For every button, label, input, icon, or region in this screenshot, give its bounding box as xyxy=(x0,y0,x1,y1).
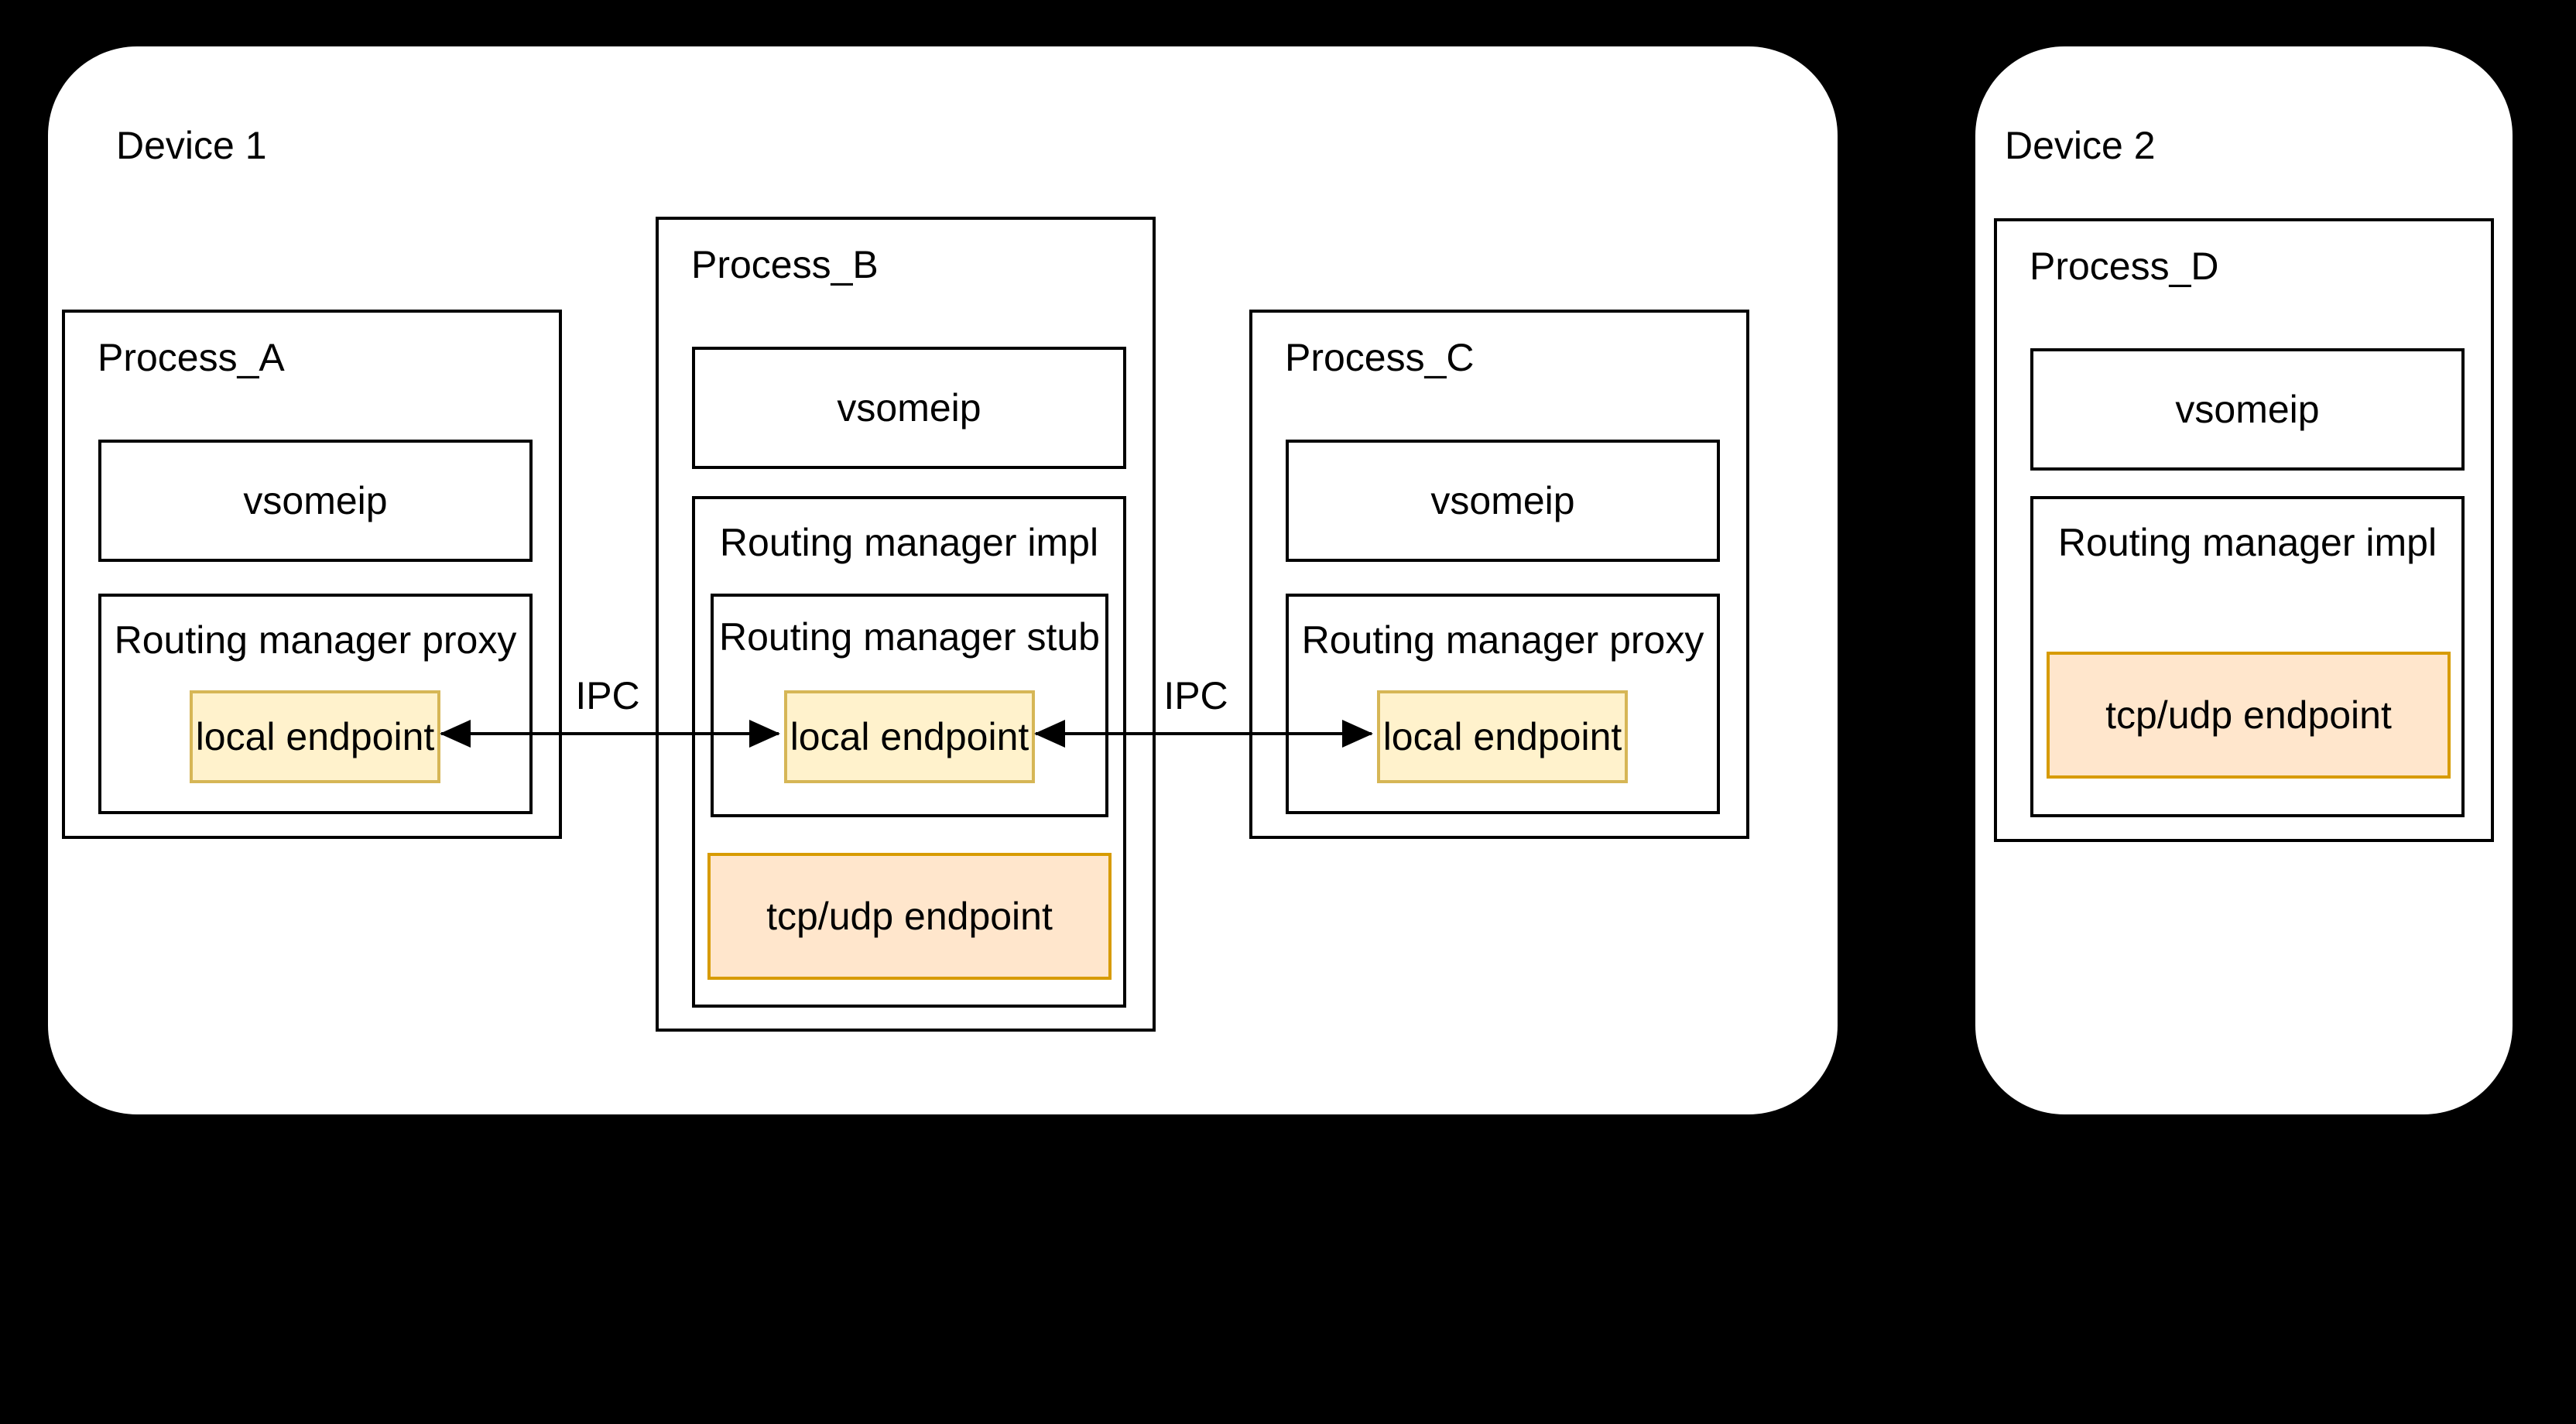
ipc-label-left: IPC xyxy=(575,674,640,717)
process-a-local-endpoint: local endpoint xyxy=(190,690,440,783)
process-b-local-endpoint: local endpoint xyxy=(784,690,1035,783)
process-d-vsomeip-box: vsomeip xyxy=(2030,348,2465,471)
process-d-routing-manager-impl-box: Routing manager impl tcp/udp endpoint xyxy=(2030,496,2465,817)
process-a-vsomeip-box: vsomeip xyxy=(98,440,533,562)
process-b-tcp-udp-endpoint: tcp/udp endpoint xyxy=(707,853,1112,980)
process-b-routing-manager-impl-box: Routing manager impl Routing manager stu… xyxy=(692,496,1126,1008)
process-c-routing-manager-proxy-label: Routing manager proxy xyxy=(1301,618,1704,662)
process-d-box: Process_D vsomeip Routing manager impl t… xyxy=(1994,218,2494,842)
process-b-routing-manager-impl-label: Routing manager impl xyxy=(719,521,1099,564)
device-2-container: Device 2 Process_D vsomeip Routing manag… xyxy=(1975,46,2513,1114)
process-d-tcp-udp-endpoint: tcp/udp endpoint xyxy=(2047,652,2451,779)
device-1-container: Device 1 Process_A vsomeip Routing manag… xyxy=(48,46,1838,1114)
process-d-routing-manager-impl-label: Routing manager impl xyxy=(2057,521,2437,564)
process-b-routing-manager-stub-label: Routing manager stub xyxy=(719,615,1100,659)
process-c-box: Process_C vsomeip Routing manager proxy … xyxy=(1249,310,1749,839)
process-b-vsomeip-box: vsomeip xyxy=(692,347,1126,469)
process-c-local-endpoint: local endpoint xyxy=(1377,690,1628,783)
ipc-label-right: IPC xyxy=(1163,674,1228,717)
device-1-label: Device 1 xyxy=(116,124,267,167)
process-c-vsomeip-box: vsomeip xyxy=(1286,440,1720,562)
process-b-title: Process_B xyxy=(691,243,879,286)
process-b-routing-manager-stub-box: Routing manager stub local endpoint xyxy=(711,594,1108,817)
process-a-box: Process_A vsomeip Routing manager proxy … xyxy=(62,310,562,839)
device-2-label: Device 2 xyxy=(2005,124,2156,167)
process-b-box: Process_B vsomeip Routing manager impl R… xyxy=(656,217,1156,1032)
process-a-routing-manager-proxy-label: Routing manager proxy xyxy=(114,618,517,662)
process-d-title: Process_D xyxy=(2030,245,2219,288)
process-a-routing-manager-proxy-box: Routing manager proxy local endpoint xyxy=(98,594,533,814)
process-c-routing-manager-proxy-box: Routing manager proxy local endpoint xyxy=(1286,594,1720,814)
process-a-title: Process_A xyxy=(98,336,285,379)
process-c-title: Process_C xyxy=(1285,336,1475,379)
